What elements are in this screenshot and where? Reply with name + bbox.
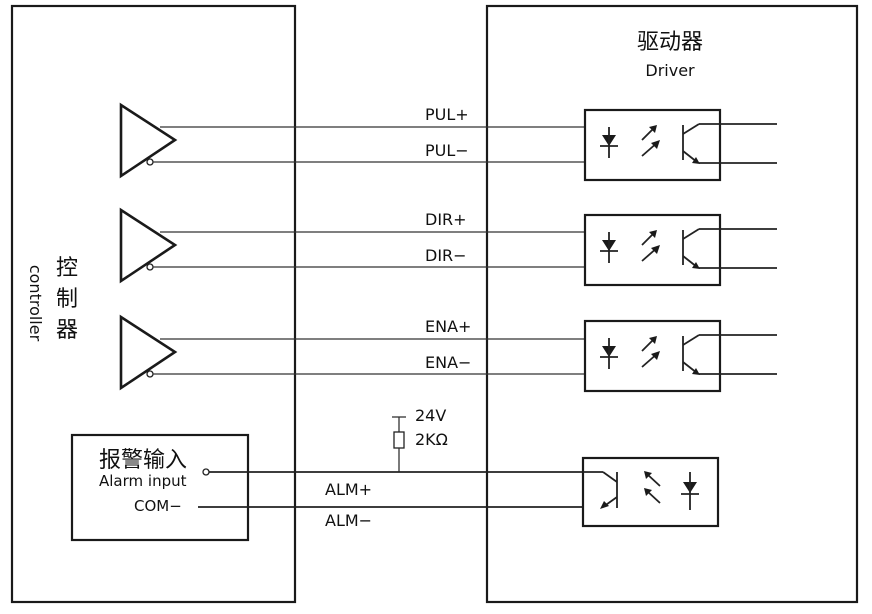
alarm-input-terminal	[202, 468, 210, 476]
driver-title-cn: 驱动器	[637, 30, 703, 55]
controller-title-en: controller	[26, 265, 45, 342]
ena-minus-label: ENA−	[425, 353, 471, 372]
controller-char-3: 器	[56, 318, 78, 343]
ena-inverter-bubble	[146, 370, 154, 378]
dir-minus-label: DIR−	[425, 246, 467, 265]
controller-title: 控 制 器 controller	[26, 256, 78, 343]
channel-dir: DIR+ DIR−	[119, 207, 777, 287]
channel-ena: ENA+ ENA−	[119, 314, 777, 393]
dir-inverter-bubble	[146, 263, 154, 271]
alm-minus-label: ALM−	[325, 511, 372, 530]
alarm-input-box: 报警输入 Alarm input COM−	[70, 433, 250, 542]
channel-pul: PUL+ PUL−	[119, 102, 777, 182]
com-label: COM−	[134, 497, 182, 515]
dir-plus-label: DIR+	[425, 210, 467, 229]
optocoupler-ena	[583, 319, 777, 393]
optocoupler-dir	[583, 213, 777, 287]
resistor-icon	[393, 431, 405, 449]
optocoupler-dir-box	[583, 213, 722, 287]
pullup-resistor: 24V 2KΩ	[392, 406, 448, 472]
dir-driver-buffer	[119, 207, 178, 284]
driver-title-en: Driver	[645, 61, 695, 80]
optocoupler-pul	[583, 108, 777, 182]
alarm-input-frame	[70, 433, 250, 542]
controller-char-1: 控	[56, 256, 78, 281]
pul-plus-label: PUL+	[425, 105, 469, 124]
ena-plus-label: ENA+	[425, 317, 471, 336]
pul-inverter-bubble	[146, 158, 154, 166]
pul-driver-buffer	[119, 102, 178, 179]
driver-box	[485, 4, 859, 604]
controller-box	[10, 4, 297, 604]
optocoupler-ena-box	[583, 319, 722, 393]
supply-voltage-label: 24V	[415, 406, 446, 425]
alarm-title-cn: 报警输入	[99, 448, 187, 473]
alm-plus-label: ALM+	[325, 480, 372, 499]
optocoupler-alarm	[581, 456, 720, 528]
optocoupler-alarm-box	[581, 456, 720, 528]
controller-char-2: 制	[56, 287, 78, 312]
resistor-value-label: 2KΩ	[415, 430, 448, 449]
ena-driver-buffer	[119, 314, 178, 391]
pul-minus-label: PUL−	[425, 141, 469, 160]
alarm-title-en: Alarm input	[99, 472, 187, 490]
optocoupler-pul-box	[583, 108, 722, 182]
light-arrow-icon	[646, 473, 661, 487]
